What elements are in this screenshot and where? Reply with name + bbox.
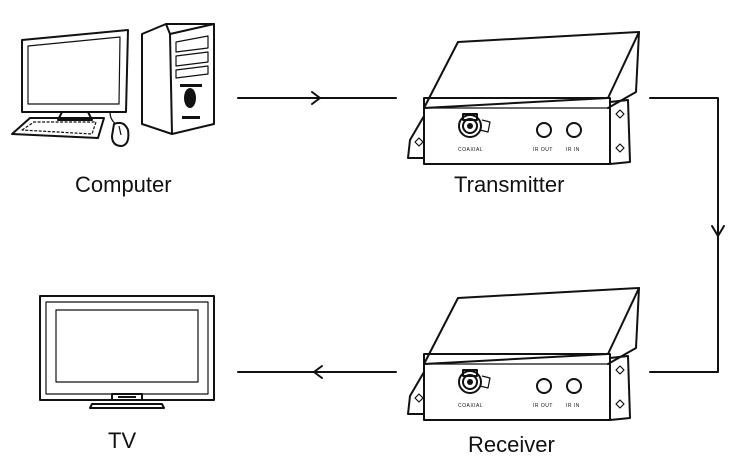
computer-label: Computer [75,172,172,197]
transmitter-coaxial-port-label: COAXIAL [458,147,483,153]
computer-icon [11,23,215,147]
receiver-device-icon: COAXIAL IR OUT IR IN [407,287,640,421]
receiver-ir-in-port-label: IR IN [566,403,580,409]
transmitter-device-icon: COAXIAL IR OUT IR IN [407,31,640,165]
edge-transmitter-to-receiver [649,97,725,373]
edge-computer-to-transmitter [237,91,397,105]
transmitter-ir-in-port-label: IR IN [566,147,580,153]
transmitter-label: Transmitter [454,172,564,197]
tv-icon [39,295,215,409]
edge-receiver-to-tv [237,365,397,379]
receiver-label: Receiver [468,432,555,457]
receiver-coaxial-port-label: COAXIAL [458,403,483,409]
receiver-ir-out-port-label: IR OUT [533,403,553,409]
tv-label: TV [108,428,136,453]
transmitter-ir-out-port-label: IR OUT [533,147,553,153]
